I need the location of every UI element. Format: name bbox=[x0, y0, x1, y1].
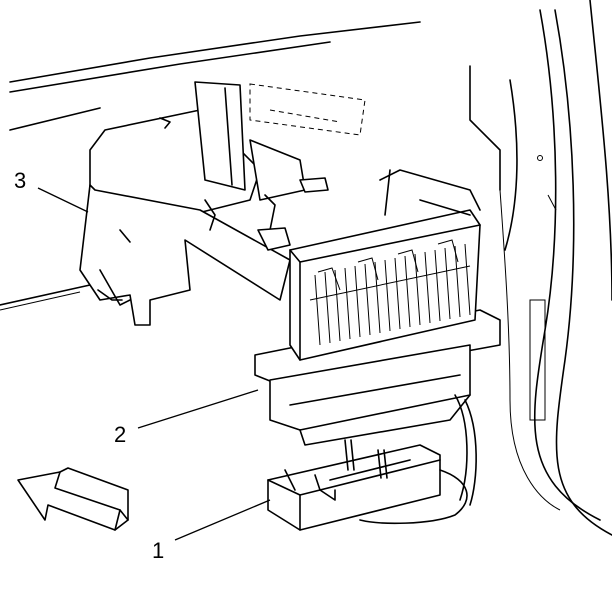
callout-1-label: 1 bbox=[152, 538, 164, 563]
callout-3-label: 3 bbox=[14, 168, 26, 193]
connector-pins bbox=[309, 239, 471, 346]
mounting-bracket bbox=[79, 81, 329, 326]
callout-2-leader bbox=[137, 389, 259, 429]
callout-2-label: 2 bbox=[114, 422, 126, 447]
direction-arrow-icon bbox=[17, 467, 129, 531]
vehicle-body-lines bbox=[0, 0, 612, 536]
callout-3-leader bbox=[37, 187, 89, 213]
harness-connector bbox=[267, 394, 477, 531]
control-module bbox=[254, 169, 501, 446]
callout-1-leader bbox=[174, 499, 271, 541]
